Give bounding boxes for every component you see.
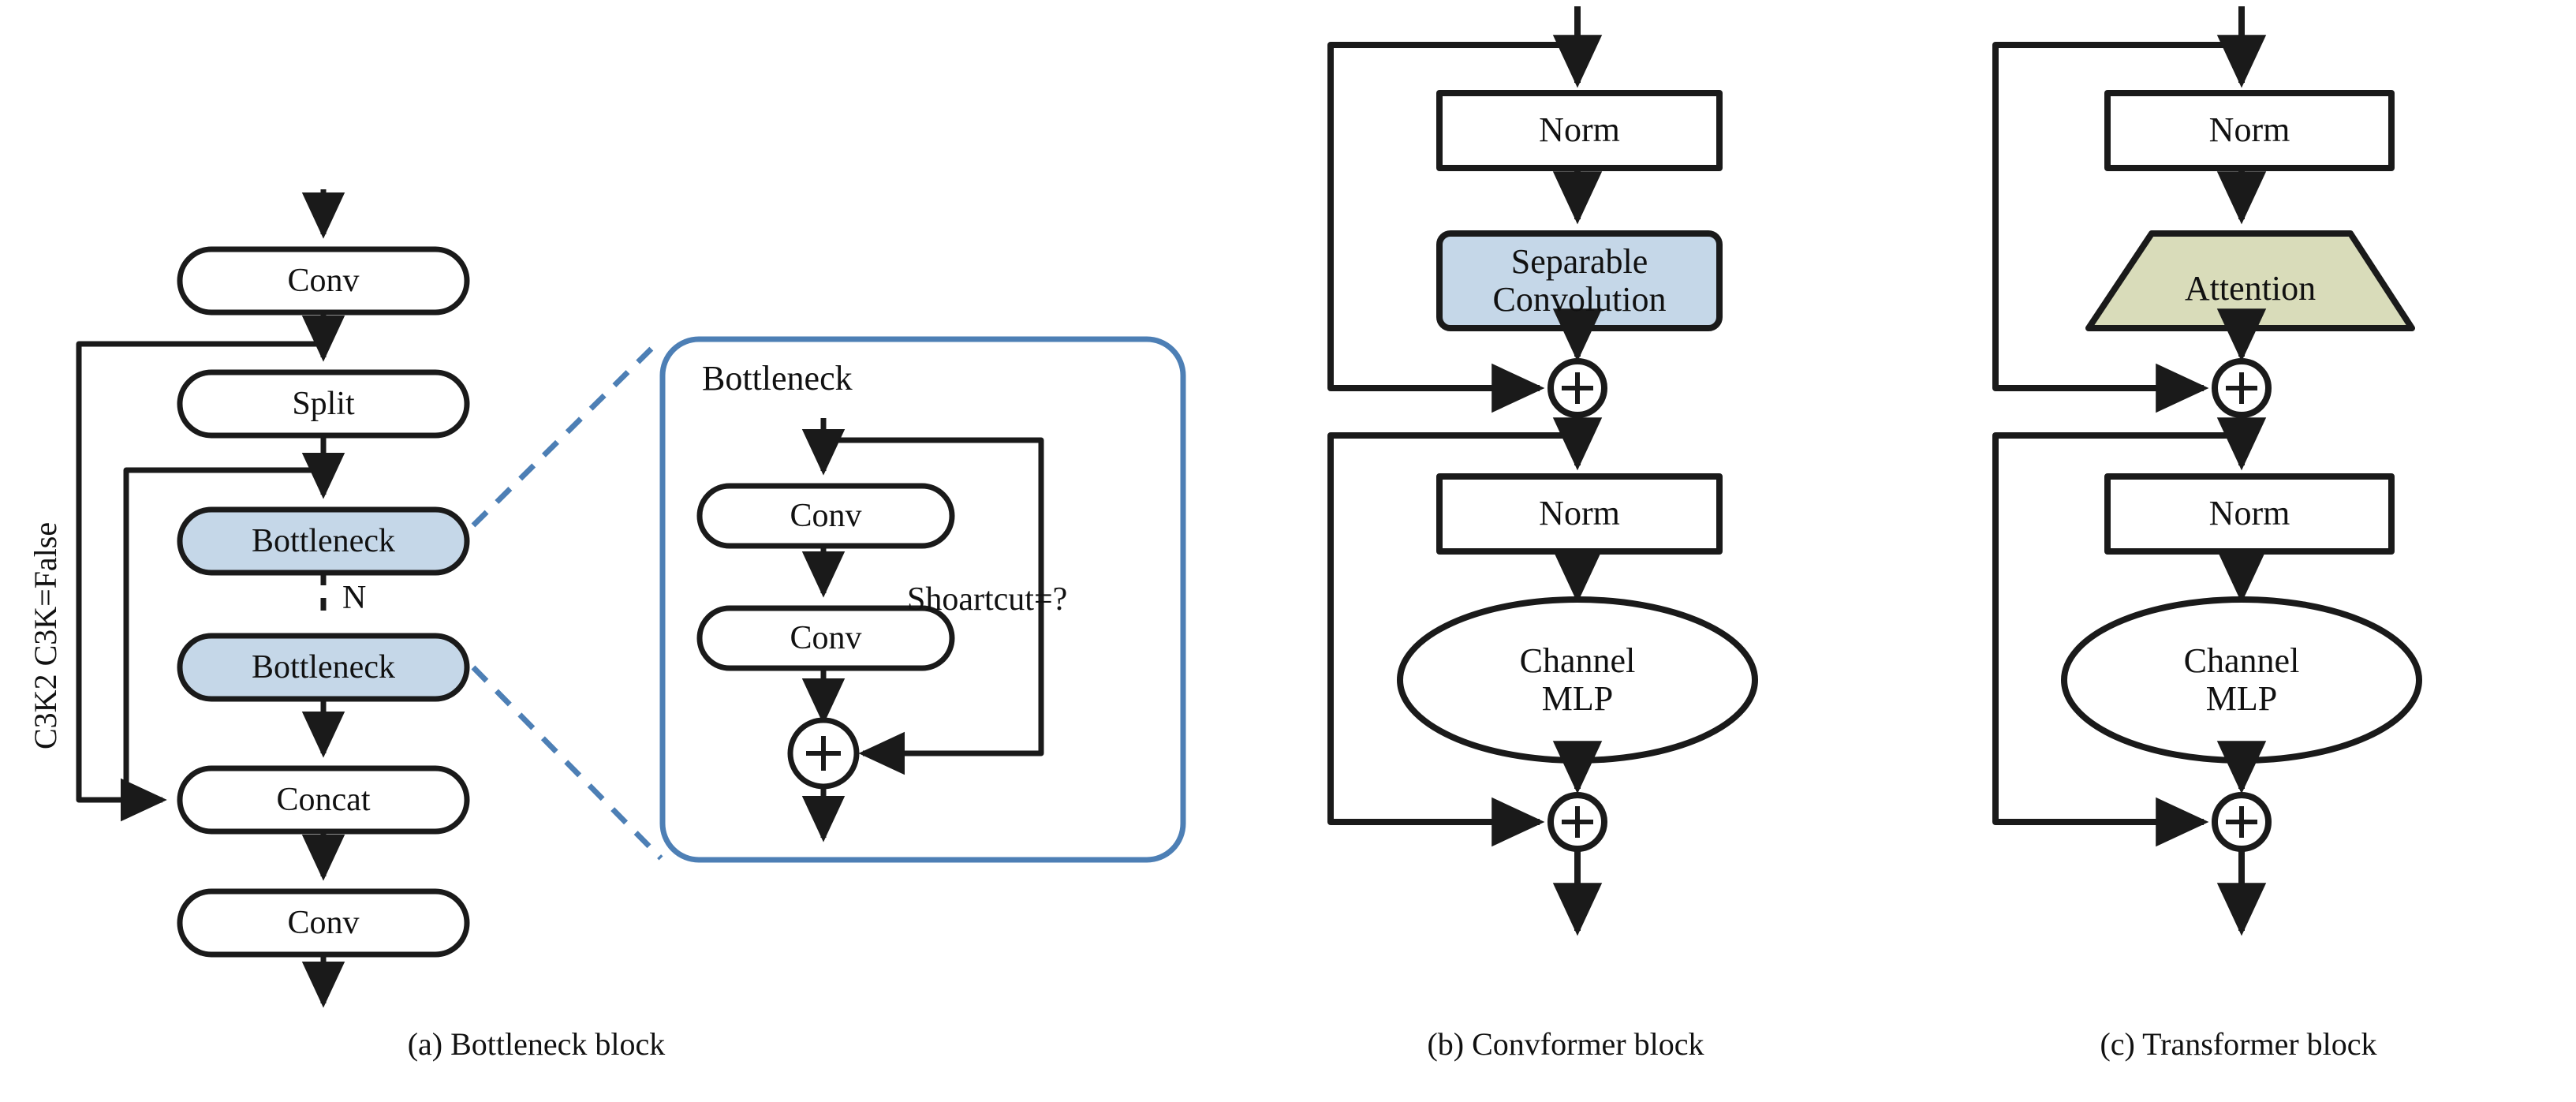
node-concat bbox=[177, 765, 470, 835]
node-attention bbox=[2085, 230, 2415, 331]
node-split bbox=[177, 369, 470, 439]
skip-path-2 bbox=[1327, 432, 1577, 847]
caption-panel-c: (c) Transformer block bbox=[2100, 1026, 2377, 1062]
node-channel-mlp bbox=[2061, 596, 2422, 764]
panel-bottleneck-block: C3K2 C3K=False Conv Split Bottleneck N B… bbox=[0, 0, 1230, 1102]
panel-transformer-block: Norm Attention Norm Channel MLP (c) Tran… bbox=[1901, 0, 2576, 1102]
skip-path-1 bbox=[1992, 42, 2242, 413]
skip-line-inner bbox=[120, 467, 323, 822]
panel-b-graphics bbox=[1327, 6, 1758, 936]
node-bottleneck-1 bbox=[177, 506, 470, 576]
bottleneck-detail-frame bbox=[659, 336, 1186, 863]
caption-panel-b: (b) Convformer block bbox=[1427, 1026, 1704, 1062]
panel-c-graphics bbox=[1992, 6, 2422, 936]
node-norm-2 bbox=[1436, 473, 1723, 555]
node-norm-1 bbox=[1436, 90, 1723, 171]
zoom-connector-top bbox=[471, 337, 663, 528]
node-norm-1 bbox=[2104, 90, 2395, 171]
node-channel-mlp bbox=[1397, 596, 1758, 764]
skip-path-2 bbox=[1992, 432, 2242, 847]
node-conv-bottom bbox=[177, 888, 470, 958]
side-label-c3k2: C3K2 C3K=False bbox=[28, 521, 63, 749]
panel-a-graphics bbox=[76, 189, 1186, 1008]
detail-plus-glyph bbox=[806, 736, 841, 771]
skip-path-1 bbox=[1327, 42, 1577, 413]
caption-panel-a: (a) Bottleneck block bbox=[407, 1026, 666, 1062]
node-norm-2 bbox=[2104, 473, 2395, 555]
zoom-connector-bottom bbox=[471, 665, 663, 861]
node-separable-convolution bbox=[1436, 230, 1723, 331]
detail-shortcut-path bbox=[823, 437, 1044, 775]
detail-node-conv-1 bbox=[696, 483, 955, 549]
node-bottleneck-2 bbox=[177, 633, 470, 702]
detail-node-conv-2 bbox=[696, 605, 955, 671]
node-conv-top bbox=[177, 246, 470, 316]
panel-convformer-block: Norm Separable Convolution Norm Channel … bbox=[1230, 0, 1901, 1102]
